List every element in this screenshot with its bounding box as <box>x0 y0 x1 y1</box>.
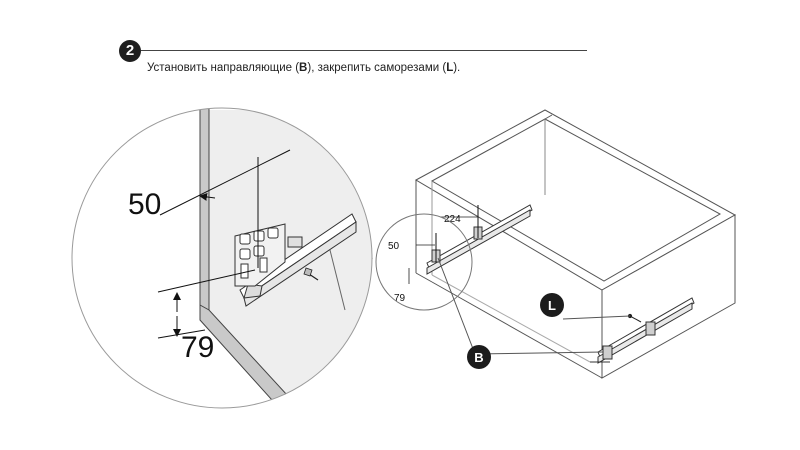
callout-b-label: B <box>474 350 483 365</box>
screw-letter: L <box>446 62 454 74</box>
step-number-badge: 2 <box>119 40 141 62</box>
main-dim-79: 79 <box>394 293 406 304</box>
instruction-prefix: Установить направляющие ( <box>147 62 300 74</box>
main-dim-50: 50 <box>388 241 400 252</box>
callout-l-label: L <box>548 298 556 313</box>
detail-zoom-view <box>71 107 373 409</box>
zoom-source-circle <box>375 213 473 311</box>
main-dim-224: 224 <box>444 214 461 225</box>
rail-letter: B <box>299 62 308 74</box>
instruction-text: Установить направляющие (B), закрепить с… <box>147 62 460 74</box>
left-rail-main <box>426 204 533 275</box>
callout-l-circle <box>540 293 564 317</box>
right-rail-main <box>590 297 695 364</box>
callout-b-circle <box>467 345 491 369</box>
detail-dim-79: 79 <box>181 331 214 364</box>
main-dimensions <box>408 216 478 284</box>
callout-leaders <box>437 257 631 355</box>
instruction-suffix: ). <box>453 62 461 74</box>
detail-dim-50: 50 <box>128 188 161 221</box>
step-divider-line <box>141 50 587 51</box>
instruction-middle: ), закрепить саморезами ( <box>307 62 447 74</box>
